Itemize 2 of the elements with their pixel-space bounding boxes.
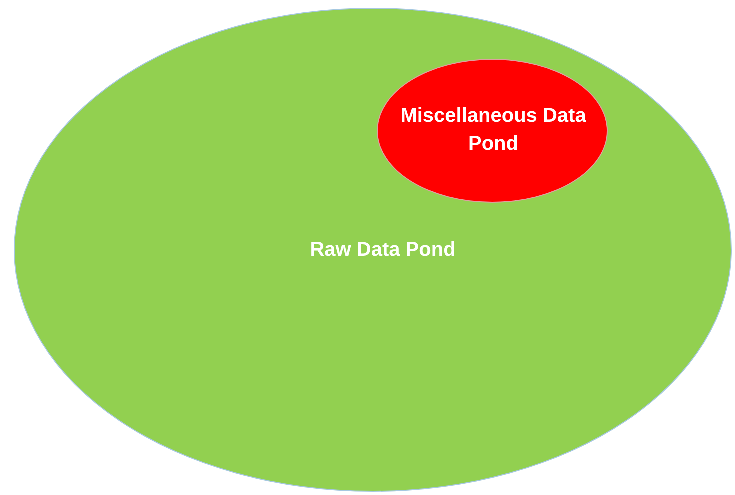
pond-label: Miscellaneous Data Pond: [400, 104, 588, 157]
pond-label: Raw Data Pond: [309, 238, 457, 263]
